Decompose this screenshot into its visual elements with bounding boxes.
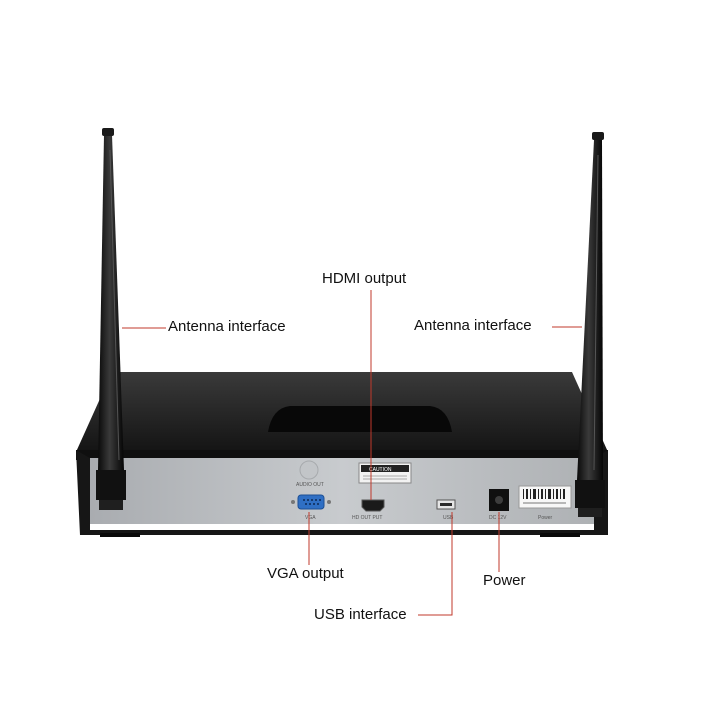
dc-jack-hole — [495, 496, 503, 504]
audio-out-label: AUDIO OUT — [296, 482, 324, 488]
vga-label: VGA — [305, 515, 316, 521]
barcode — [523, 489, 565, 499]
hdmi-label-callout: HDMI output — [322, 270, 407, 287]
dc-label: DC 12V — [489, 515, 507, 521]
antenna-left-label: Antenna interface — [168, 318, 286, 335]
vga-screw-left — [291, 500, 295, 504]
usb-label-callout: USB interface — [314, 606, 407, 623]
antenna-right-label: Antenna interface — [414, 317, 532, 334]
right-antenna — [575, 132, 605, 517]
vga-pins — [303, 499, 321, 505]
left-antenna — [96, 128, 126, 510]
chassis-foot-right — [540, 533, 580, 537]
rear-panel — [90, 458, 594, 524]
power-label-callout: Power — [483, 572, 526, 589]
hdmi-label: HD OUT PUT — [352, 515, 382, 521]
caution-text: CAUTION — [369, 467, 392, 473]
callout-line-usb — [418, 512, 453, 616]
chassis-foot-left — [100, 533, 140, 537]
vga-screw-right — [327, 500, 331, 504]
caution-header — [361, 465, 409, 472]
usb-label: USB — [443, 515, 454, 521]
handle-recess — [268, 406, 452, 432]
usb-tongue — [440, 503, 452, 506]
hdmi-port — [361, 499, 385, 512]
vga-label-callout: VGA output — [267, 565, 344, 582]
audio-out-jack — [299, 460, 319, 480]
callout-lines — [122, 290, 582, 616]
chassis-lip — [76, 450, 608, 460]
vga-port — [297, 494, 325, 510]
power-label: Power — [538, 515, 553, 521]
